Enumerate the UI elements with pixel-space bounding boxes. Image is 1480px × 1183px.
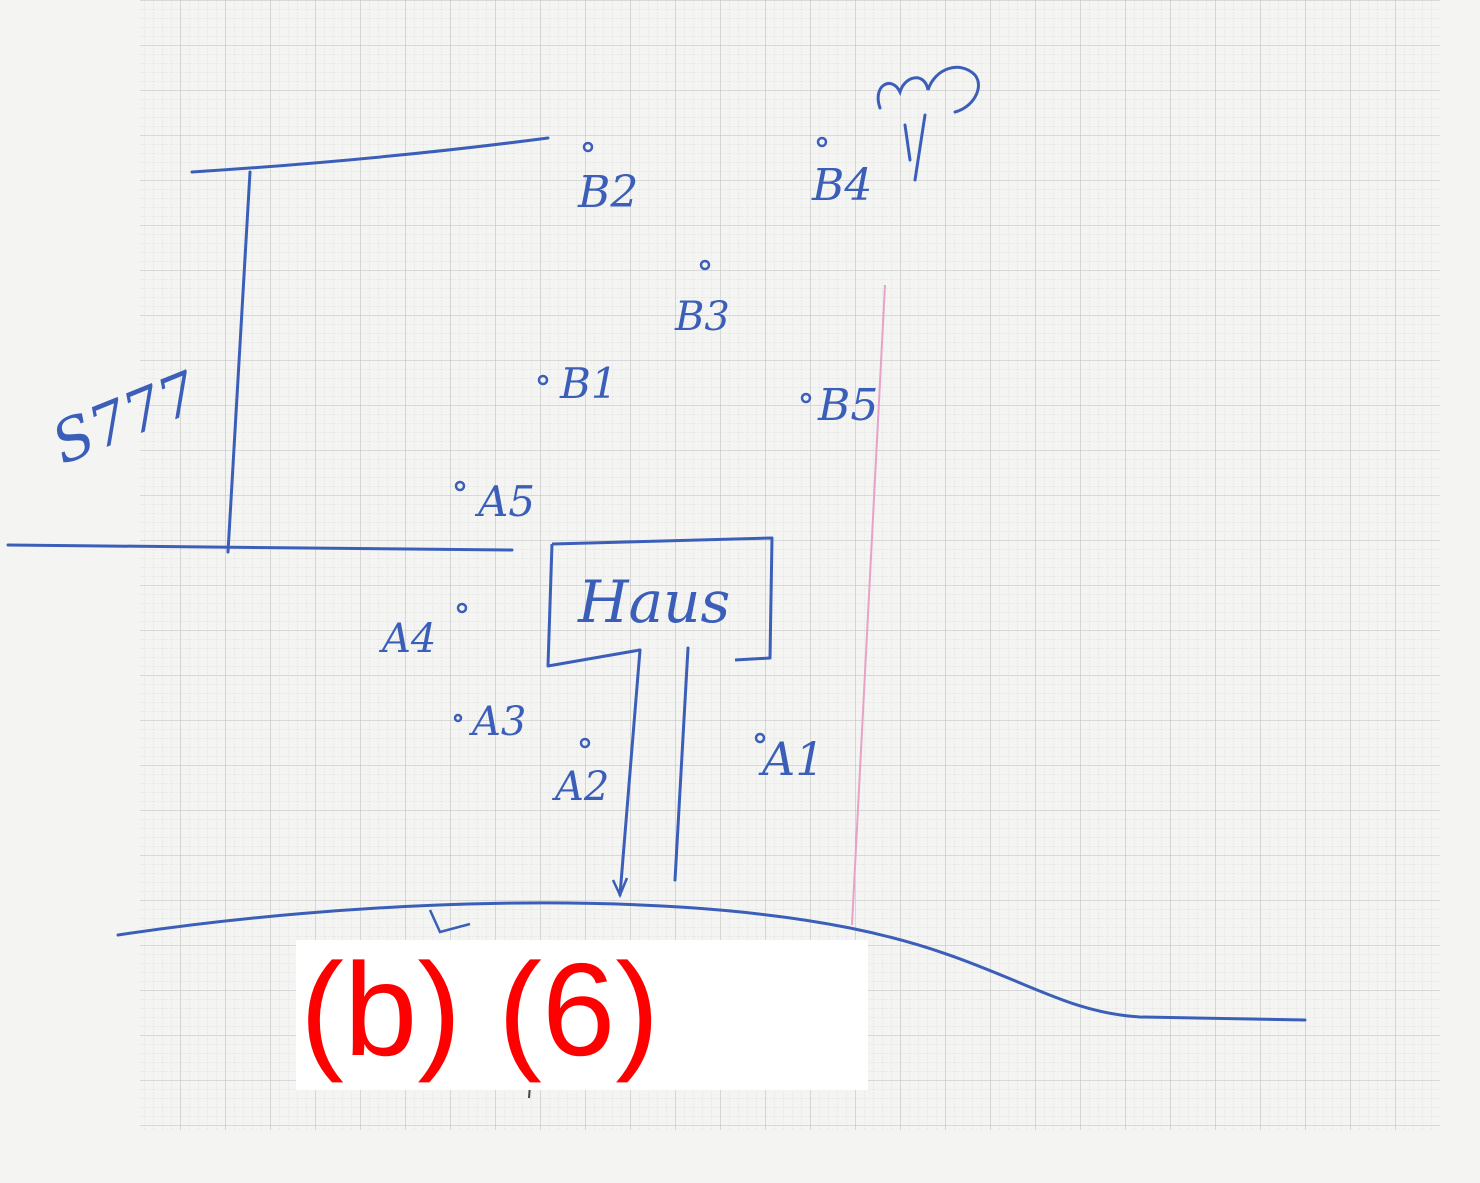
point-b3-marker [699, 259, 711, 271]
tree-trunk [903, 113, 927, 182]
point-b5-marker [800, 392, 812, 404]
vertical-road-line [226, 170, 252, 554]
label-a3: A3 [468, 699, 526, 745]
label-a4: A4 [378, 616, 436, 662]
upper-street-line [190, 136, 550, 174]
main-road-curve [116, 901, 1307, 1022]
point-a1-marker [754, 732, 766, 744]
point-a2-marker [579, 737, 591, 749]
redaction-box [296, 940, 868, 1090]
point-b2-marker [582, 141, 594, 153]
label-b4: B4 [811, 160, 872, 211]
point-a5-marker [454, 480, 466, 492]
house-label: Haus [577, 568, 730, 636]
point-b1-marker [537, 374, 549, 386]
driveway-left-line [618, 648, 642, 897]
driveway-right-line [673, 646, 690, 882]
label-a1: A1 [758, 732, 825, 786]
driveway-arrow [611, 877, 629, 899]
tree-scribble [876, 65, 980, 114]
label-b1: B1 [559, 359, 618, 408]
label-a5: A5 [474, 477, 535, 526]
point-a3-marker [453, 713, 463, 723]
label-b5: B5 [817, 380, 878, 431]
label-b3: B3 [674, 294, 730, 340]
margin-line [851, 284, 886, 926]
road-tick [428, 909, 471, 934]
redaction-caption: (b) (6) [300, 936, 660, 1083]
label-b2: B2 [577, 167, 638, 218]
point-a4-marker [456, 602, 468, 614]
point-b4-marker [816, 136, 828, 148]
point-markers [453, 136, 828, 749]
label-a2: A2 [551, 764, 609, 810]
house-outline [546, 536, 774, 668]
lower-street-line [6, 543, 514, 552]
